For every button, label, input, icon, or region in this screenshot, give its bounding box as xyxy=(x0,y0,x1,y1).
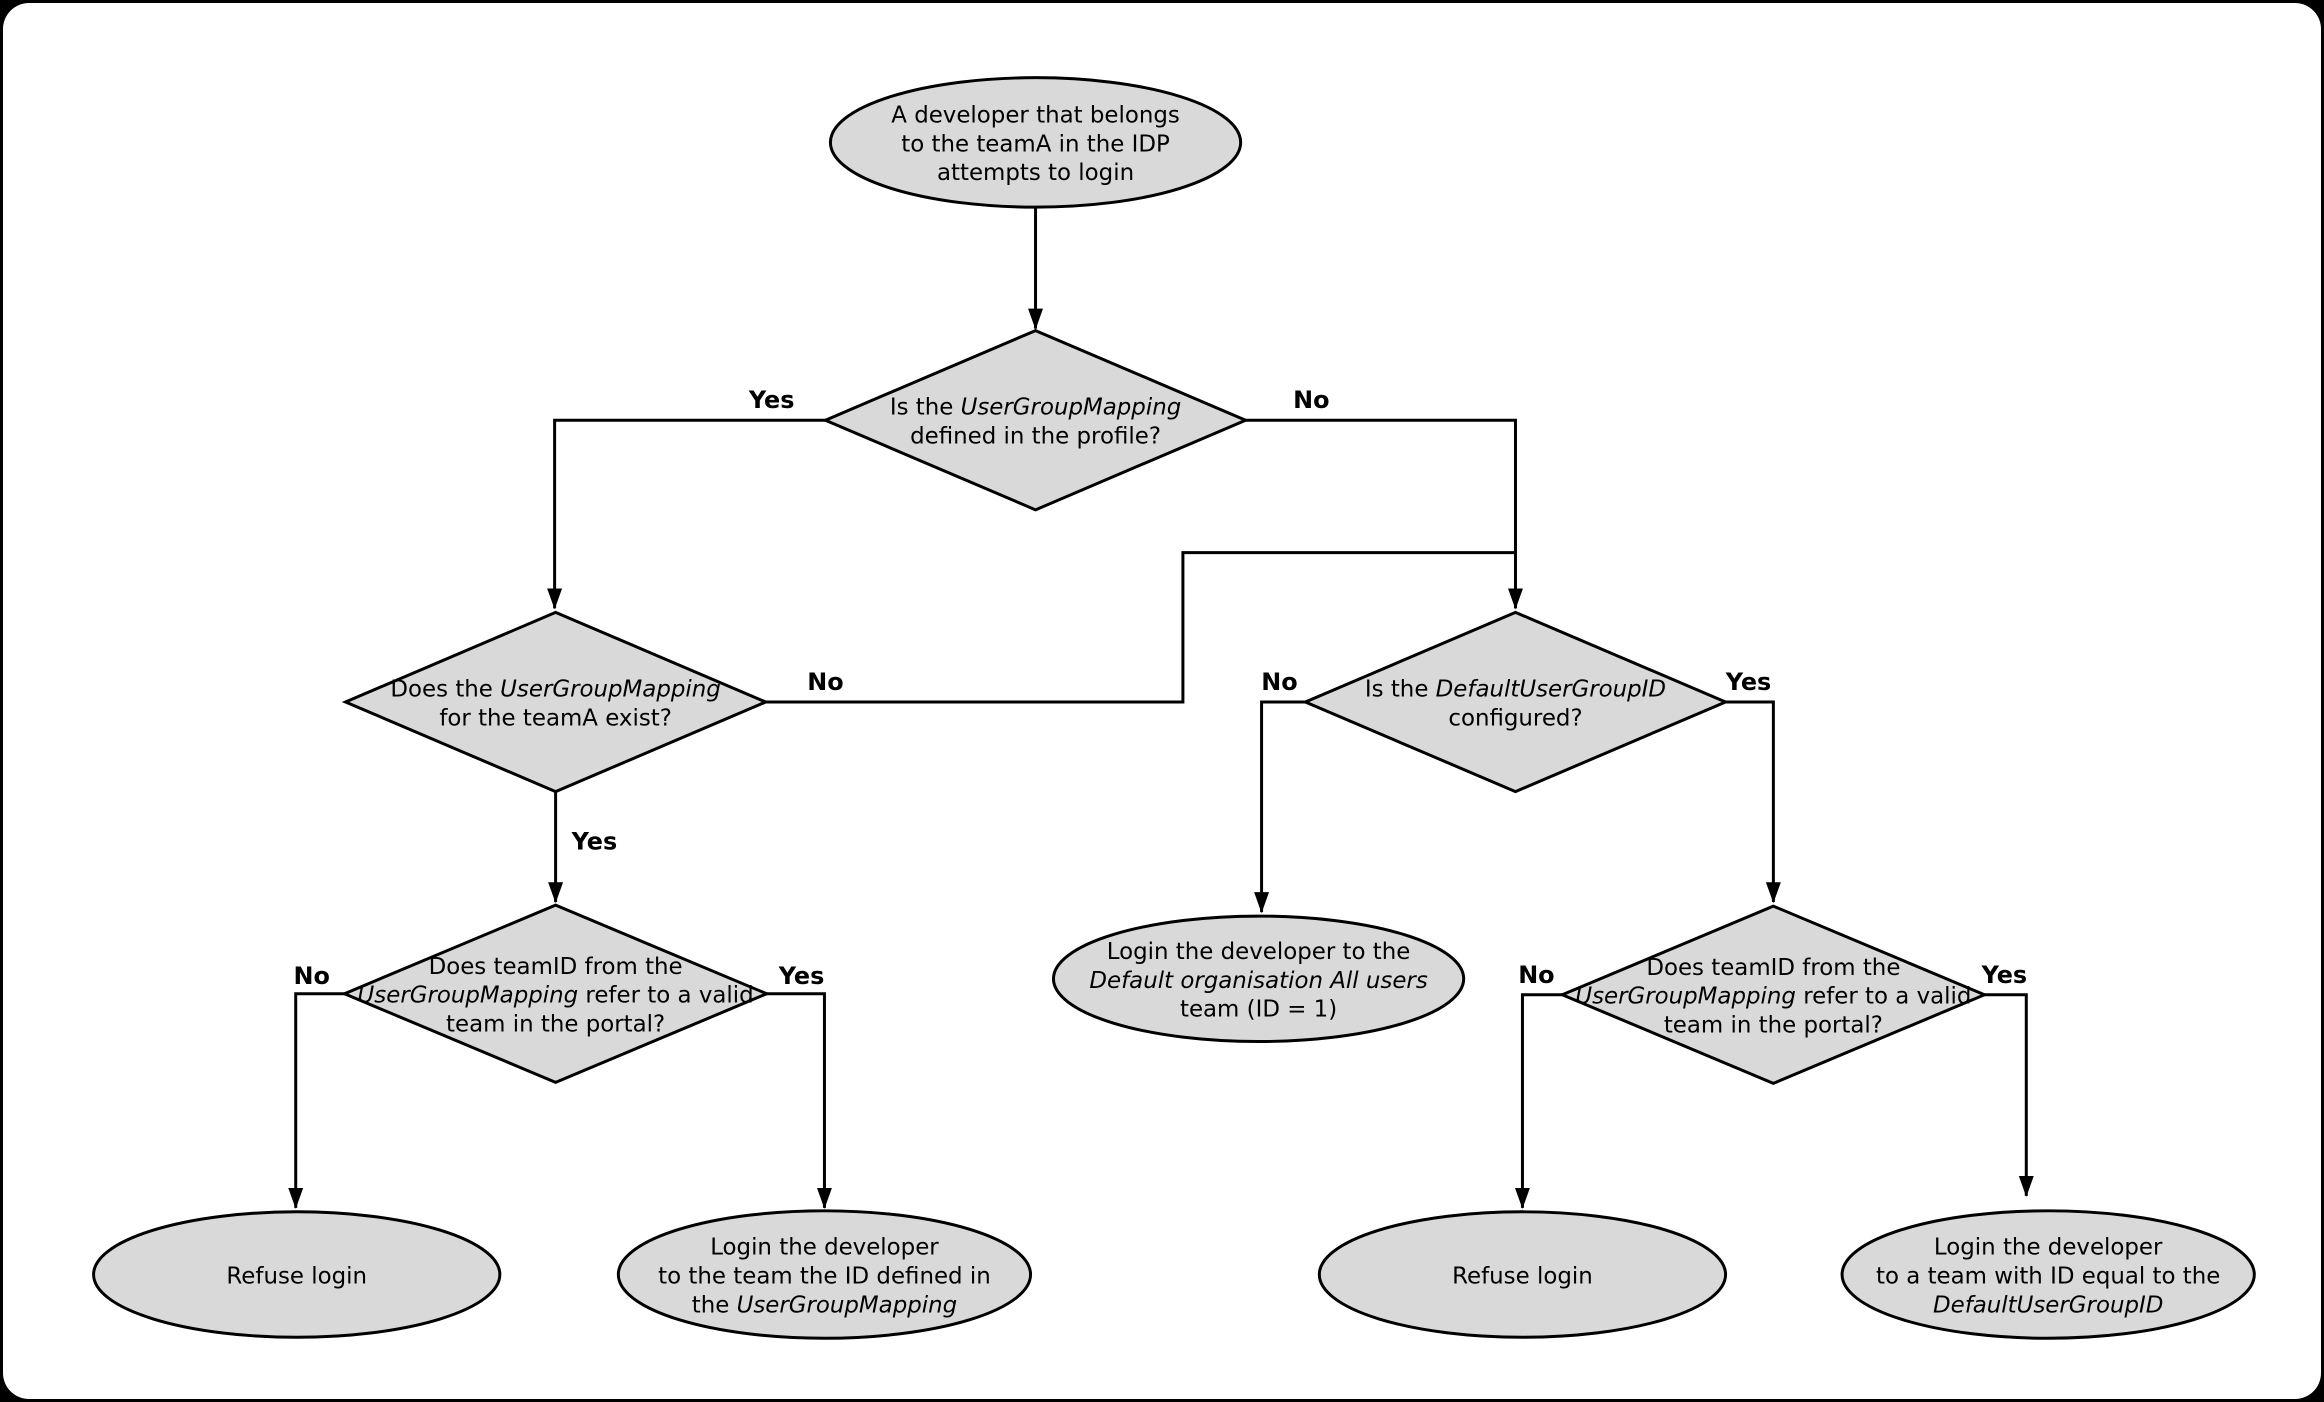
decision-ugm-for-teama-exists-shape xyxy=(341,610,770,794)
edge-d1-no-label: No xyxy=(1293,386,1329,414)
edge-d4-no-label: No xyxy=(1261,668,1297,696)
end-refuse-login-right: Refuse login xyxy=(1317,1210,1728,1339)
edge-d4-yes: Yes xyxy=(1724,668,1781,904)
edge-d2-no-merge-label: No xyxy=(807,668,843,696)
edge-d1-no: No xyxy=(1243,386,1523,610)
end-refuse-login-left: Refuse login xyxy=(92,1210,502,1339)
edge-d1-no-line xyxy=(1243,418,1523,610)
edge-d2-no-merge-line xyxy=(764,551,1517,704)
edge-d4-yes-line xyxy=(1724,700,1781,904)
edge-d4-no: No xyxy=(1254,668,1307,914)
edge-d4-no-line xyxy=(1254,700,1307,914)
end-refuse-login-right-shape xyxy=(1317,1210,1728,1339)
end-refuse-login-left-shape xyxy=(92,1210,502,1339)
decision-teamid-valid-right-shape xyxy=(1558,904,1989,1085)
edge-d5-yes-line xyxy=(1983,993,2034,1197)
end-login-team-id-from-ugm-shape xyxy=(616,1209,1033,1340)
edge-d2-yes: Yes xyxy=(548,791,618,904)
end-refuse-login-right-label: Refuse login xyxy=(1452,1263,1593,1289)
edge-d1-yes: Yes xyxy=(547,386,828,610)
edge-d5-yes: Yes xyxy=(1981,961,2034,1197)
decision-defaultusergroupid-configured-shape xyxy=(1301,610,1730,794)
edge-d3-yes-label: Yes xyxy=(778,962,824,990)
edge-d3-no-line xyxy=(288,992,347,1209)
edge-d1-yes-line xyxy=(547,418,828,610)
edge-d5-no-line xyxy=(1514,993,1565,1209)
edge-d3-no: No xyxy=(288,962,347,1209)
edge-d3-yes: Yes xyxy=(765,962,832,1209)
end-refuse-login-left-label: Refuse login xyxy=(226,1263,367,1289)
edge-d1-yes-label: Yes xyxy=(748,386,795,414)
edge-d4-yes-label: Yes xyxy=(1725,668,1772,696)
end-login-default-organisation-team-shape xyxy=(1051,914,1466,1044)
decision-teamid-valid-left-shape xyxy=(340,903,771,1084)
edge-d5-no-label: No xyxy=(1518,961,1554,989)
edge-d3-yes-line xyxy=(765,992,832,1209)
start-node-shape xyxy=(828,76,1243,209)
edge-d3-no-label: No xyxy=(293,962,329,990)
decision-ugm-defined-in-profile-shape xyxy=(821,328,1250,512)
end-login-team-defaultusergroupid-shape xyxy=(1840,1209,2256,1340)
edge-d2-no-merge: No xyxy=(764,551,1517,704)
edge-d5-yes-label: Yes xyxy=(1981,961,2028,989)
edge-d2-yes-label: Yes xyxy=(571,827,618,855)
edge-d5-no: No xyxy=(1514,961,1565,1209)
